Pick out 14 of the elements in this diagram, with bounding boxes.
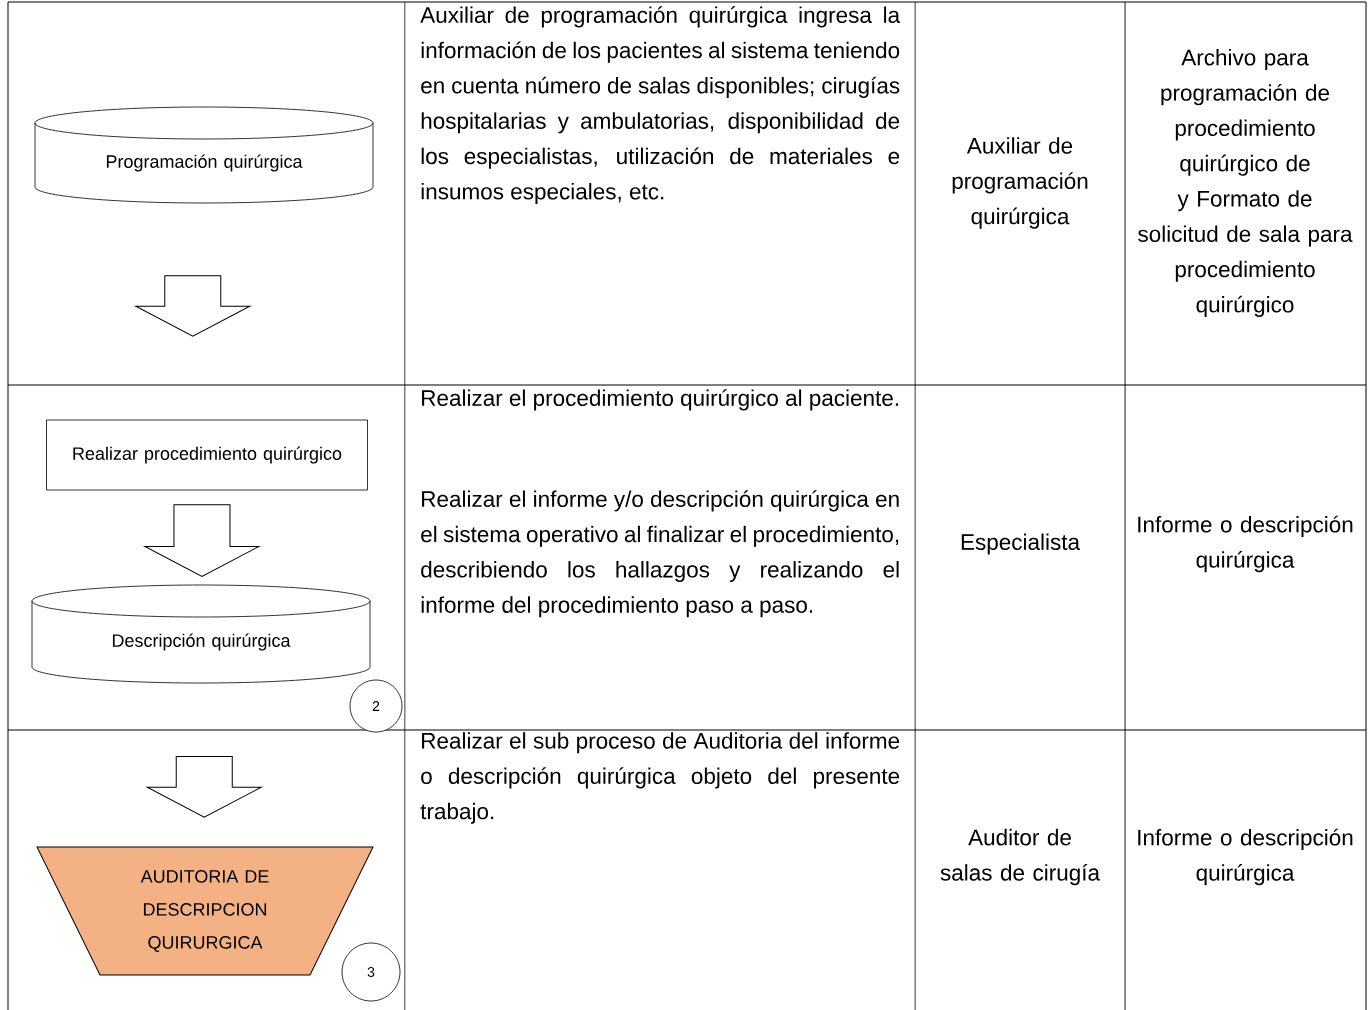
cell-text: Realizar el sub proceso de Auditoria del informe o descripción quirúrgica objeto del presente trabajo.: [420, 732, 900, 824]
cell-text: Especialista: [961, 533, 1080, 555]
cell-text: Informe o descripción quirúrgica: [1138, 515, 1353, 573]
block-arrow: [135, 275, 251, 337]
cell-text: Realizar el informe y/o descripción quirúrgica en el sistema operativo al finalizar el procedimiento, describiendo los hallazgos y realizando el informe del procedimiento paso a paso.: [421, 490, 899, 618]
block-arrow: [144, 504, 260, 577]
process-box: Realizar procedimiento quirúrgico: [46, 419, 368, 491]
cell-text: Realizar el procedimiento quirúrgico al paciente.: [422, 389, 899, 411]
cell-text: Auditor de salas de cirugía: [940, 828, 1100, 886]
block-arrow: [146, 756, 262, 818]
cell-text: Archivo para programación de procedimiento quirúrgico de y Formato de solicitud de sala para procedimiento quirúrgico: [1138, 48, 1353, 318]
cell-text: Auxiliar de programación quirúrgica: [952, 137, 1088, 229]
cell-text: Informe o descripción quirúrgica: [1138, 828, 1353, 886]
cell-text: Auxiliar de programación quirúrgica ingresa la información de los pacientes al sistema teniendo en cuenta número de salas disponibles; cirugías hospitalarias y ambulatorias, disponibilidad de los especialistas, utilización de materiales e insumos especiales, etc.: [420, 6, 901, 204]
